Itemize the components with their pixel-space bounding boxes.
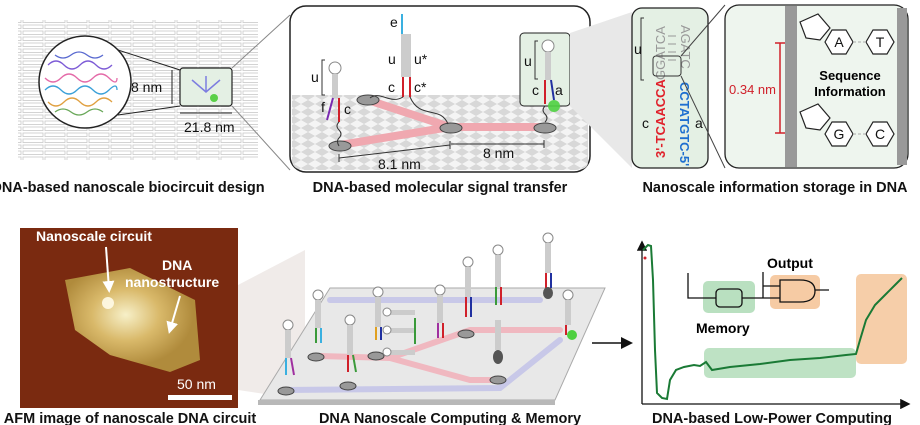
label-e: e (390, 14, 398, 30)
sequence-info-line1: Sequence (819, 68, 880, 83)
base-c: C (875, 126, 885, 142)
label-f: f (321, 99, 325, 115)
afm-panel: Nanoscale circuit DNA nanostructure 50 n… (4, 228, 305, 425)
signal-transfer-panel: u f c e u u* c c* u c a 8.1 nm 8 nm DNA-… (289, 5, 591, 196)
label-nanostructure: nanostructure (125, 274, 219, 290)
base-t: T (876, 34, 885, 50)
label-u-mid: u (388, 51, 396, 67)
label-u-star: u* (414, 51, 428, 67)
low-power-panel: Output Memory DNA-based Low-Power Comput… (636, 240, 911, 425)
output-label: Output (767, 255, 813, 271)
dim-height-label: 8 nm (131, 79, 162, 95)
memory-block-icon (715, 288, 743, 308)
caption-lowpower: DNA-based Low-Power Computing (652, 411, 892, 425)
scale-bar (168, 395, 232, 400)
sequence-info-line2: Information (814, 84, 886, 99)
label-a: a (555, 82, 563, 98)
distance-left: 8.1 nm (378, 156, 421, 172)
response-curve (642, 243, 903, 401)
information-storage-panel: u GGATCA AGATC 3'-TCAACCA CCTATGTC-5' c … (570, 4, 909, 196)
label-nanoscale-circuit: Nanoscale circuit (36, 228, 152, 244)
memory-region (704, 348, 856, 378)
dim-width-label: 21.8 nm (184, 119, 235, 135)
scale-bar-label: 50 nm (177, 376, 216, 392)
stem-right-seq: AGATC (678, 25, 693, 69)
output-region (856, 274, 907, 364)
caption-design: DNA-based nanoscale biocircuit design (0, 180, 265, 196)
memory-label: Memory (696, 320, 750, 336)
helix-pattern (44, 51, 118, 116)
hairpins (277, 232, 577, 396)
stem-left-seq: GGATCA (653, 26, 668, 80)
label-c-mid: c (388, 79, 395, 95)
base-g: G (834, 126, 845, 142)
caption-afm: AFM image of nanoscale DNA circuit (4, 411, 257, 425)
left-strand-sequence: 3'-TCAACCA (653, 78, 668, 158)
and-gate-icon (779, 279, 816, 303)
dna-nanostructure-blob (65, 268, 200, 372)
right-strand-sequence: CCTATGTC-5' (677, 82, 692, 166)
label-u: u (311, 69, 319, 85)
label-c-right: c (532, 82, 539, 98)
label-c: c (344, 101, 351, 117)
label-u-right: u (524, 53, 532, 69)
base-a: A (834, 34, 844, 50)
label-c-star: c* (414, 79, 427, 95)
distance-right: 8 nm (483, 145, 514, 161)
caption-signal: DNA-based molecular signal transfer (313, 180, 568, 196)
computing-memory-panel: DNA Nanoscale Computing & Memory (258, 232, 606, 425)
biocircuit-design-panel: 8 nm 21.8 nm DNA-based nanoscale biocirc… (0, 14, 291, 196)
storage-label-u: u (634, 41, 642, 57)
caption-storage: Nanoscale information storage in DNA (642, 180, 908, 196)
storage-label-a: a (695, 115, 703, 131)
label-dna: DNA (162, 257, 192, 273)
caption-computing: DNA Nanoscale Computing & Memory (319, 411, 581, 425)
storage-label-c: c (642, 115, 649, 131)
base-spacing-label: 0.34 nm (729, 82, 776, 97)
